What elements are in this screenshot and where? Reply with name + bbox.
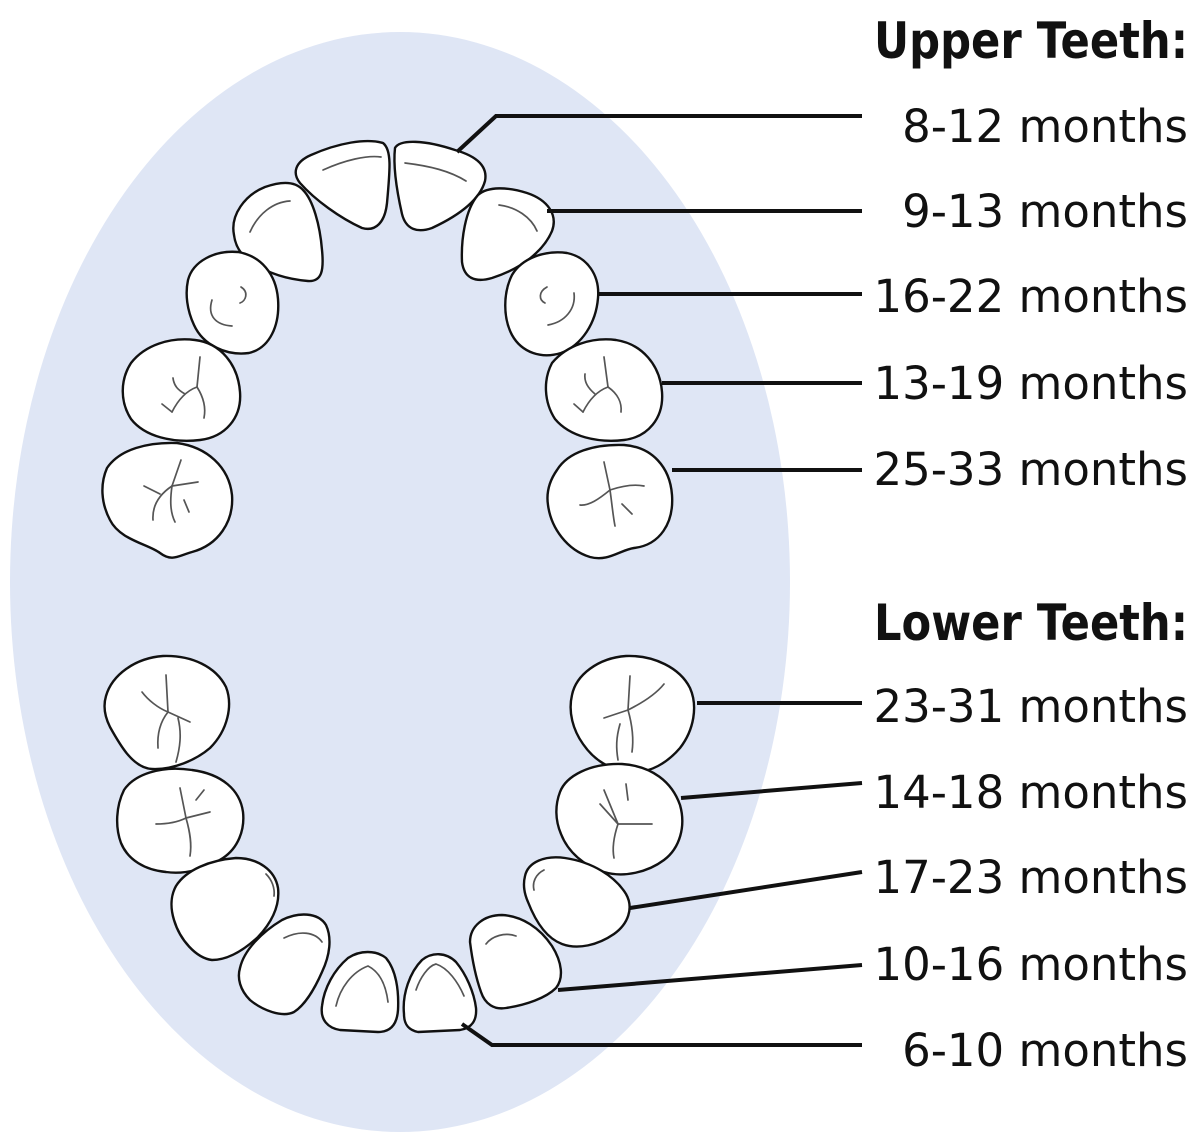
upper-central-incisor-age: 8-12 months [902, 100, 1188, 153]
upper-first-molar-age: 13-19 months [873, 357, 1188, 410]
upper-second-molar-age: 25-33 months [873, 443, 1188, 496]
upper-first-molar-left [546, 339, 662, 440]
lower-second-molar-age: 23-31 months [873, 680, 1188, 733]
lower-first-molar-right [117, 769, 243, 873]
lower-labels: Lower Teeth: 23-31 months 14-18 months 1… [873, 594, 1188, 1077]
upper-second-molar-left [547, 445, 672, 558]
upper-lateral-incisor-age: 9-13 months [902, 185, 1188, 238]
lower-teeth-heading: Lower Teeth: [874, 594, 1188, 652]
lower-lateral-incisor-age: 10-16 months [873, 938, 1188, 991]
upper-teeth-heading: Upper Teeth: [874, 12, 1188, 70]
lower-central-incisor-age: 6-10 months [902, 1024, 1188, 1077]
upper-canine-age: 16-22 months [873, 270, 1188, 323]
lower-canine-age: 17-23 months [873, 851, 1188, 904]
upper-labels: Upper Teeth: 8-12 months 9-13 months 16-… [873, 12, 1188, 496]
upper-first-molar-right [123, 339, 240, 440]
lower-first-molar-age: 14-18 months [873, 766, 1188, 819]
